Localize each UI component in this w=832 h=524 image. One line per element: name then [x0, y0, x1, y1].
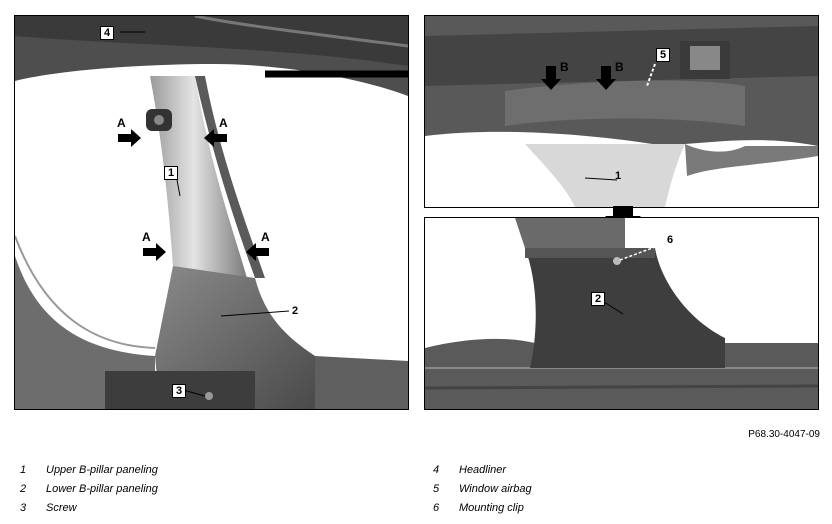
arrow-a-label: A [261, 230, 270, 244]
arrow-a-label: A [219, 116, 228, 130]
callout-1: 1 [615, 170, 622, 182]
arrow-a-icon [246, 243, 269, 261]
arrow-b-label: B [615, 60, 624, 74]
legend-number: 1 [20, 463, 27, 476]
arrow-b-icon [541, 66, 561, 90]
lower-b-pillar-shape [525, 248, 725, 368]
callout-5: 5 [656, 48, 671, 62]
callout-2: 2 [591, 292, 606, 306]
legend-number: 3 [20, 501, 27, 514]
legend-item: 1 Upper B-pillar paneling [20, 460, 158, 479]
legend-number: 2 [20, 482, 27, 495]
legend-text: Headliner [459, 463, 507, 476]
callout-4: 4 [100, 26, 115, 40]
window-airbag-shape [505, 80, 745, 126]
legend-right: 4 Headliner 5 Window airbag 6 Mounting clip [433, 460, 532, 517]
detail-panel-top: B B 5 1 [424, 15, 819, 208]
detail-panel-bottom: 6 2 [424, 217, 819, 410]
lower-pillar-detail-illustration [425, 218, 818, 409]
legend-number: 5 [433, 482, 440, 495]
legend-text: Window airbag [459, 482, 532, 495]
upper-b-pillar-shape [525, 144, 685, 207]
b-pillar-illustration [15, 16, 408, 409]
arrow-b-label: B [560, 60, 569, 74]
callout-6: 6 [667, 234, 674, 246]
legend-text: Mounting clip [459, 501, 524, 514]
arrow-a-label: A [142, 230, 151, 244]
legend-text: Screw [46, 501, 77, 514]
legend-text: Lower B-pillar paneling [46, 482, 158, 495]
callout-1: 1 [164, 166, 179, 180]
callout-2: 2 [289, 305, 302, 317]
main-illustration-panel: 4 1 2 3 A A A A [14, 15, 409, 410]
legend-number: 4 [433, 463, 440, 476]
legend-left: 1 Upper B-pillar paneling 2 Lower B-pillar… [20, 460, 158, 517]
legend-item: 2 Lower B-pillar paneling [20, 479, 158, 498]
upper-b-pillar-shape [150, 76, 247, 278]
legend-item: 3 Screw [20, 498, 158, 517]
mounting-clip-shape [613, 257, 621, 265]
arrow-b-icon [596, 66, 616, 90]
legend-item: 6 Mounting clip [433, 498, 532, 517]
legend-text: Upper B-pillar paneling [46, 463, 158, 476]
arrow-a-icon [143, 243, 166, 261]
arrow-a-icon [204, 129, 227, 147]
legend-item: 4 Headliner [433, 460, 532, 479]
arrow-a-icon [118, 129, 141, 147]
airbag-detail-illustration [425, 16, 818, 207]
callout-3: 3 [172, 384, 187, 398]
legend-item: 5 Window airbag [433, 479, 532, 498]
arrow-a-label: A [117, 116, 126, 130]
figure-reference: P68.30-4047-09 [748, 429, 820, 440]
legend-number: 6 [433, 501, 440, 514]
